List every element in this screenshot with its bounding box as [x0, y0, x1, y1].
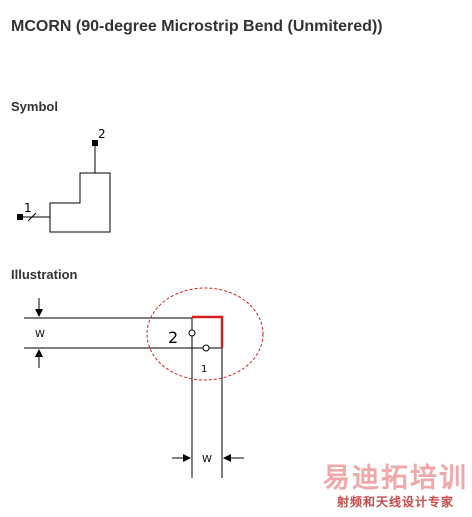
bend-focus-circle	[146, 287, 264, 381]
left-width-label: W	[35, 329, 45, 340]
watermark: 易迪拓培训 射频和天线设计专家	[323, 464, 468, 510]
pin1-reference-port	[202, 344, 210, 352]
symbol-pin1-label: 1	[24, 201, 32, 215]
symbol-body	[49, 172, 111, 233]
illustration-pin2-label: 2	[168, 328, 178, 347]
watermark-main: 易迪拓培训	[323, 463, 468, 494]
symbol-pin2-terminal	[92, 140, 98, 146]
bend-corner-highlight	[192, 315, 224, 348]
illustration-pin1-label: 1	[201, 364, 207, 375]
illustration-heading: Illustration	[11, 267, 78, 282]
pin2-reference-port	[188, 329, 196, 337]
symbol-pin2-label: 2	[98, 127, 106, 141]
left-dim-arrowhead-bottom	[35, 349, 43, 357]
bottom-width-label: W	[202, 454, 212, 465]
bottom-dim-arrowhead-left	[183, 454, 191, 462]
symbol-diagram: 2 1	[17, 127, 111, 233]
left-dim-arrowhead-top	[35, 309, 43, 317]
watermark-sub: 射频和天线设计专家	[336, 495, 454, 509]
bottom-dim-arrowhead-right	[223, 454, 231, 462]
page-title: MCORN (90-degree Microstrip Bend (Unmite…	[11, 18, 383, 35]
symbol-pin1-terminal	[17, 214, 23, 220]
symbol-pin1-slash	[27, 212, 37, 222]
symbol-heading: Symbol	[11, 99, 58, 114]
